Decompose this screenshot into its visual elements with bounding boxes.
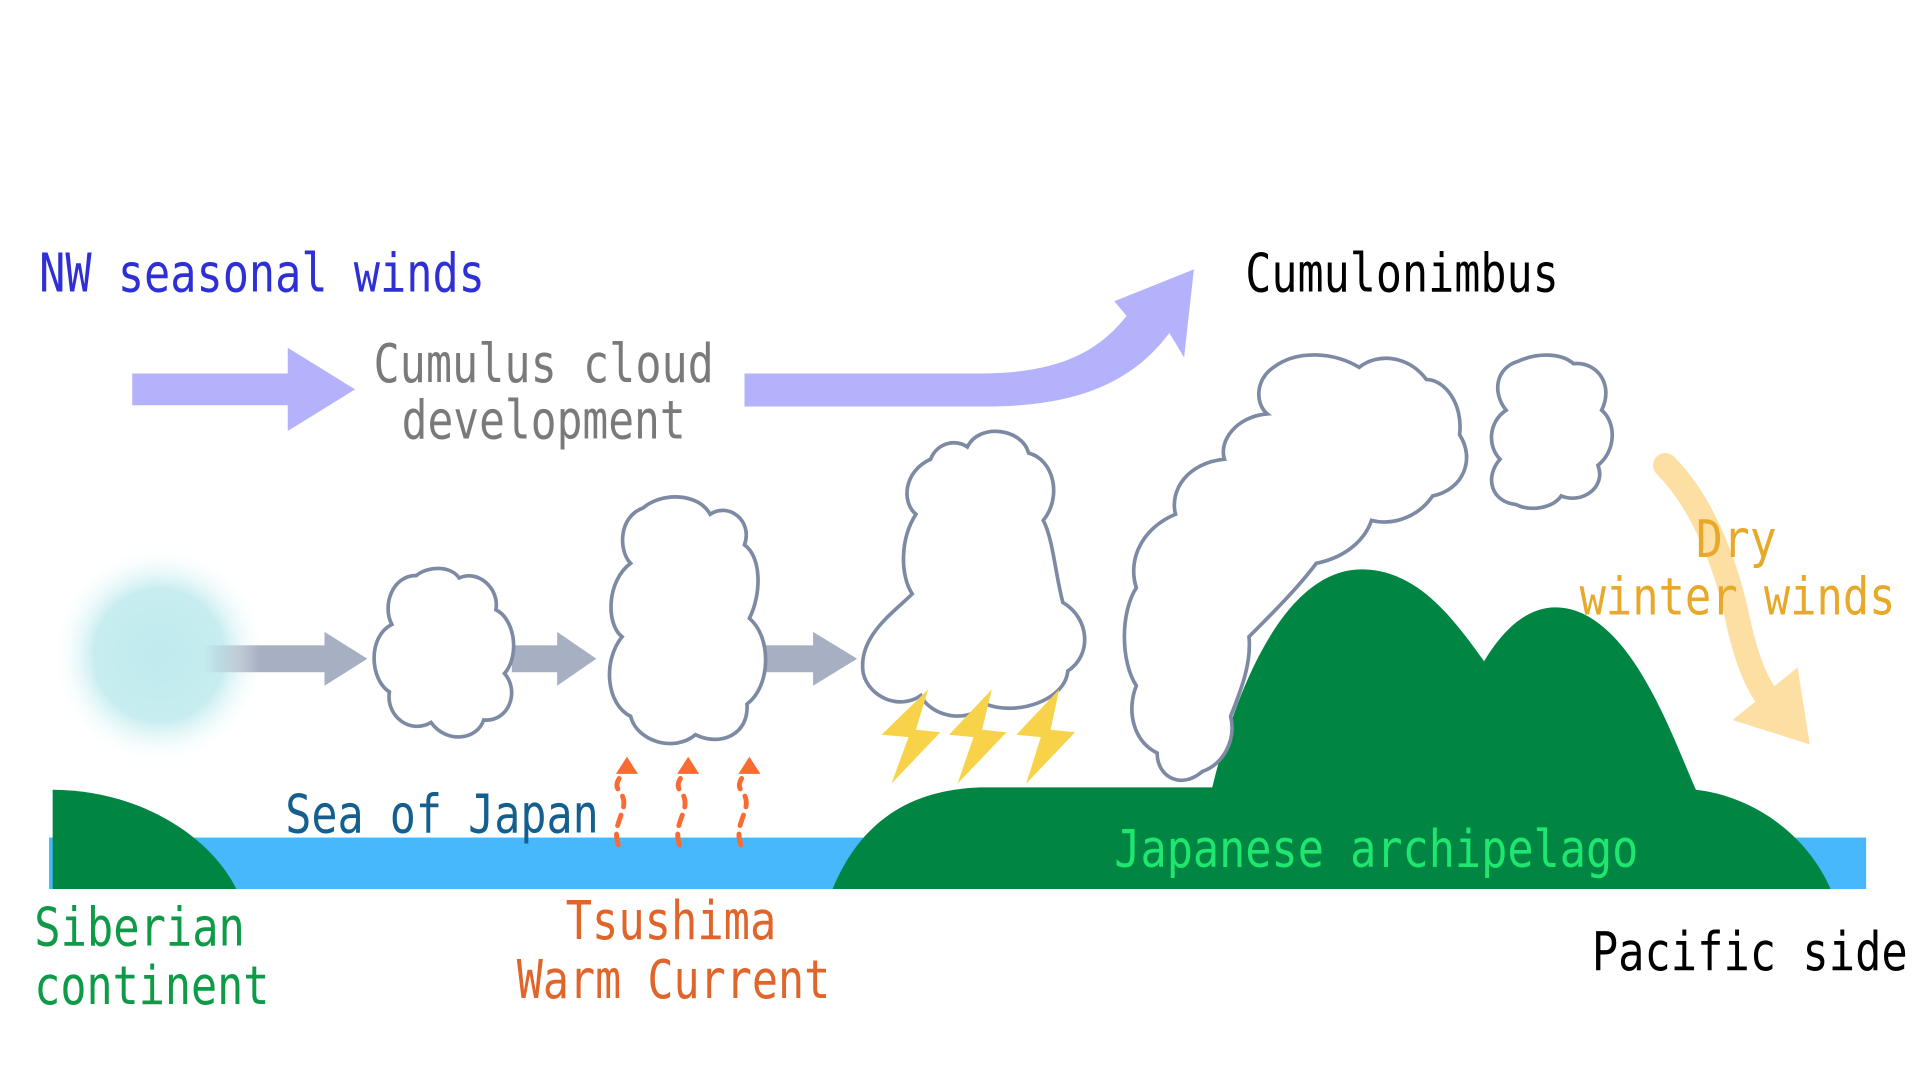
- rising-wind-arrow: [744, 269, 1194, 407]
- cumulus-cloud-medium: [607, 495, 768, 746]
- cumulonimbus-cloud: [1122, 353, 1469, 783]
- vapor-arrowheads: [615, 756, 761, 774]
- siberian-continent-label-line2: continent: [34, 954, 269, 1017]
- cold-air-mass: [51, 544, 267, 766]
- dry-winds-label-line1: Dry: [1696, 510, 1777, 570]
- airflow-arrow: [761, 631, 858, 686]
- tsushima-current-label-line2: Warm Current: [517, 948, 830, 1011]
- airflow-arrow: [202, 631, 368, 686]
- nw-seasonal-winds-label: NW seasonal winds: [39, 241, 485, 304]
- dry-wind-arrow: [1653, 453, 1810, 745]
- tsushima-current-label-line1: Tsushima: [566, 889, 777, 952]
- vapor-arrow: [614, 762, 630, 848]
- japanese-archipelago-landmass: [832, 569, 1831, 889]
- water-vapor-arrows: [614, 762, 752, 848]
- pacific-side-label: Pacific side: [1592, 920, 1908, 983]
- siberian-continent-label-line1: Siberian: [34, 895, 245, 958]
- dry-winds-label-line2: winter winds: [1580, 568, 1896, 628]
- vapor-arrow: [675, 762, 691, 848]
- cumulus-development-label-line1: Cumulus cloud: [373, 332, 713, 395]
- cumulus-cloud-small: [372, 566, 516, 739]
- siberian-landmass: [52, 789, 237, 889]
- sea-of-japan-label: Sea of Japan: [285, 783, 598, 846]
- lightning-icon: [1016, 689, 1076, 784]
- airflow-arrows: [202, 631, 858, 686]
- cumulonimbus-anvil-cloud: [1489, 353, 1615, 511]
- lightning-icon: [948, 689, 1007, 784]
- cumulus-development-label-line2: development: [402, 388, 686, 451]
- lightning-bolts: [881, 689, 1076, 784]
- airflow-arrow: [511, 631, 597, 686]
- lightning-icon: [881, 689, 941, 784]
- japanese-archipelago-label: Japanese archipelago: [1114, 820, 1638, 880]
- vapor-arrow: [736, 762, 752, 848]
- clouds: [372, 353, 1615, 783]
- nw-wind-arrow: [132, 347, 356, 432]
- cumulonimbus-label: Cumulonimbus: [1245, 241, 1558, 304]
- cumulus-cloud-large: [860, 429, 1087, 718]
